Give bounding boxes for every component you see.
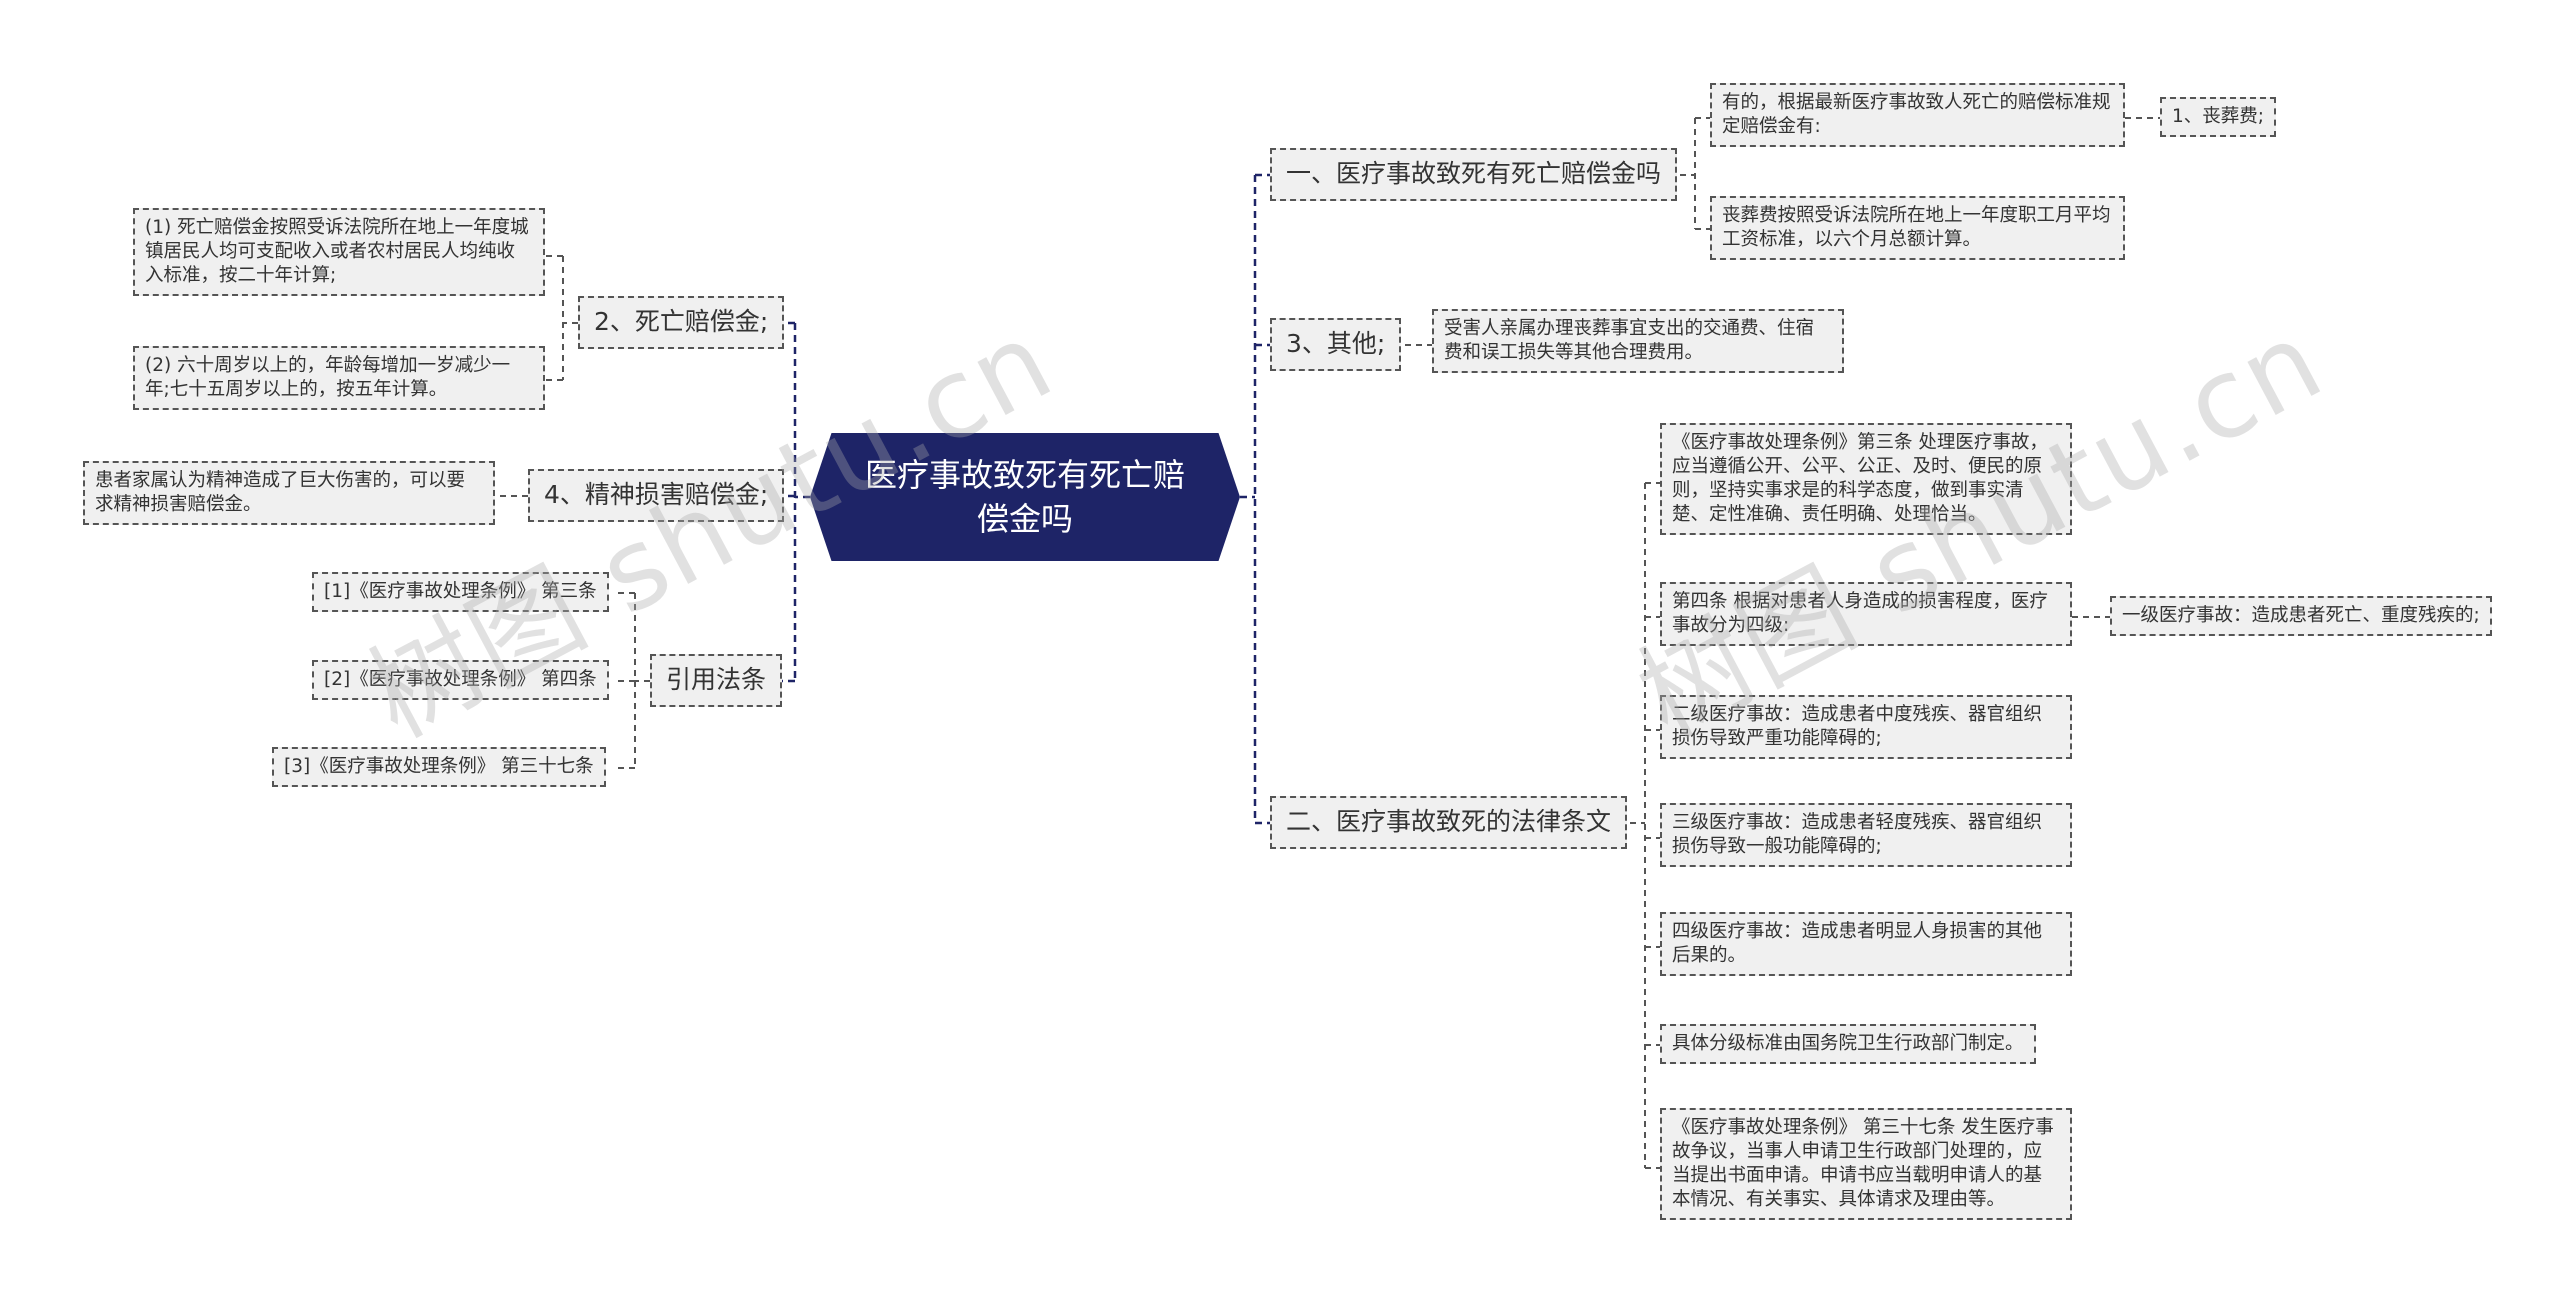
link-r1-children	[1680, 117, 2160, 230]
branch-legal-provisions[interactable]: 二、医疗事故致死的法律条文	[1270, 796, 1628, 849]
leaf-citation-3[interactable]: [3]《医疗事故处理条例》 第三十七条	[272, 747, 606, 788]
leaf-article-4[interactable]: 第四条 根据对患者人身造成的损害程度，医疗事故分为四级:	[1660, 582, 2072, 647]
link-l1-children	[545, 255, 578, 381]
leaf-article-3[interactable]: 《医疗事故处理条例》第三条 处理医疗事故，应当遵循公开、公平、公正、及时、便民的…	[1660, 423, 2072, 536]
branch-cited-provisions[interactable]: 引用法条	[650, 654, 783, 707]
leaf-citation-1[interactable]: [1]《医疗事故处理条例》 第三条	[312, 572, 609, 613]
leaf-mental-damage-detail[interactable]: 患者家属认为精神造成了巨大伤害的，可以要求精神损害赔偿金。	[83, 461, 495, 526]
leaf-death-compensation-rule-2[interactable]: (2) 六十周岁以上的，年龄每增加一岁减少一年;七十五周岁以上的，按五年计算。	[133, 346, 545, 411]
leaf-funeral-fee-calculation[interactable]: 丧葬费按照受诉法院所在地上一年度职工月平均工资标准，以六个月总额计算。	[1710, 196, 2125, 261]
root-topic[interactable]: 医疗事故致死有死亡赔偿金吗	[810, 433, 1240, 561]
root-title: 医疗事故致死有死亡赔偿金吗	[864, 456, 1185, 538]
link-l3-children	[617, 592, 650, 769]
leaf-grading-standard[interactable]: 具体分级标准由国务院卫生行政部门制定。	[1660, 1024, 2036, 1065]
leaf-funeral-fee[interactable]: 1、丧葬费;	[2160, 97, 2277, 138]
leaf-grade-1-accident[interactable]: 一级医疗事故：造成患者死亡、重度残疾的;	[2110, 596, 2492, 637]
leaf-grade-3-accident[interactable]: 三级医疗事故：造成患者轻度残疾、器官组织损伤导致一般功能障碍的;	[1660, 803, 2072, 868]
leaf-compensation-standard[interactable]: 有的，根据最新医疗事故致人死亡的赔偿标准规定赔偿金有:	[1710, 83, 2125, 148]
link-r3-children	[1630, 482, 2110, 1169]
leaf-other-expenses-detail[interactable]: 受害人亲属办理丧葬事宜支出的交通费、住宿费和误工损失等其他合理费用。	[1432, 309, 1844, 374]
link-root-right	[1240, 173, 1270, 825]
leaf-death-compensation-rule-1[interactable]: (1) 死亡赔偿金按照受诉法院所在地上一年度城镇居民人均可支配收入或者农村居民人…	[133, 208, 545, 297]
branch-mental-damage[interactable]: 4、精神损害赔偿金;	[528, 469, 785, 522]
branch-death-compensation[interactable]: 2、死亡赔偿金;	[578, 296, 785, 349]
branch-other-expenses[interactable]: 3、其他;	[1270, 318, 1402, 371]
leaf-citation-2[interactable]: [2]《医疗事故处理条例》 第四条	[312, 660, 609, 701]
leaf-grade-4-accident[interactable]: 四级医疗事故：造成患者明显人身损害的其他后果的。	[1660, 912, 2072, 977]
leaf-article-37[interactable]: 《医疗事故处理条例》 第三十七条 发生医疗事故争议，当事人申请卫生行政部门处理的…	[1660, 1108, 2072, 1221]
branch-death-compensation-question[interactable]: 一、医疗事故致死有死亡赔偿金吗	[1270, 148, 1678, 201]
link-root-left	[780, 321, 810, 683]
leaf-grade-2-accident[interactable]: 二级医疗事故：造成患者中度残疾、器官组织损伤导致严重功能障碍的;	[1660, 695, 2072, 760]
